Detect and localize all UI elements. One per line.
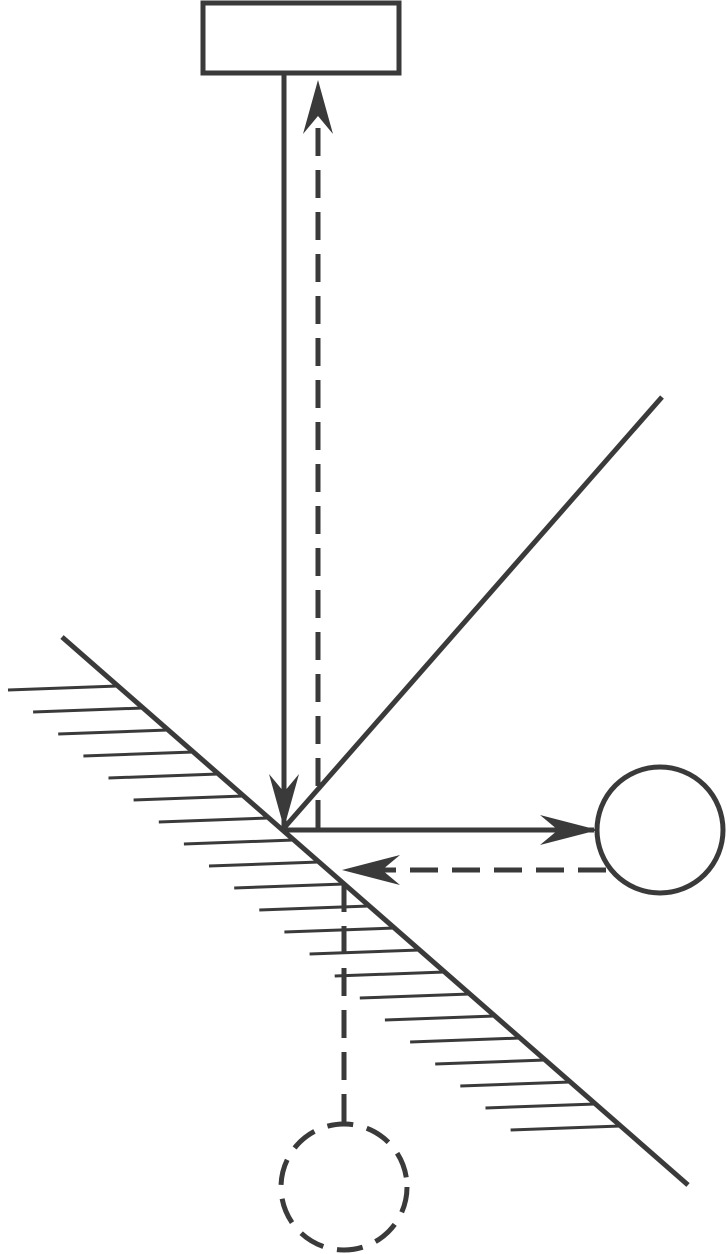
hatch-line — [158, 816, 269, 824]
hatch-line — [410, 1036, 521, 1044]
hatch-line — [460, 1080, 571, 1088]
hatch-line — [234, 882, 345, 890]
hatch-line — [33, 706, 144, 714]
hatch-line — [108, 772, 219, 780]
hatch-line — [334, 970, 445, 978]
hatch-line — [309, 948, 420, 956]
hatch-line — [384, 1014, 495, 1022]
diagonal-ray — [282, 395, 664, 830]
hatch-line — [7, 684, 119, 692]
hatch-line — [133, 794, 244, 802]
hatch-line — [58, 728, 169, 736]
hatch-line — [359, 992, 470, 1000]
horizontal-ray-arrowhead — [540, 815, 598, 845]
mirror-line — [60, 635, 690, 1187]
observer-circle — [594, 764, 726, 896]
hatch-line — [485, 1102, 596, 1110]
hatch-line — [284, 926, 395, 934]
hatch-line — [208, 860, 320, 868]
hatch-line — [259, 904, 370, 912]
mirror-hatching — [7, 684, 621, 1132]
hatch-line — [183, 838, 294, 846]
virtual-image-circle — [278, 1121, 410, 1253]
hatch-line — [435, 1058, 546, 1066]
hatch-line — [83, 750, 194, 758]
incident-ray-arrowhead — [269, 774, 299, 828]
reflected-ray-arrowhead — [303, 80, 333, 134]
hatch-line — [510, 1124, 621, 1132]
return-ray-arrowhead — [342, 855, 400, 885]
source-box — [200, 0, 402, 76]
